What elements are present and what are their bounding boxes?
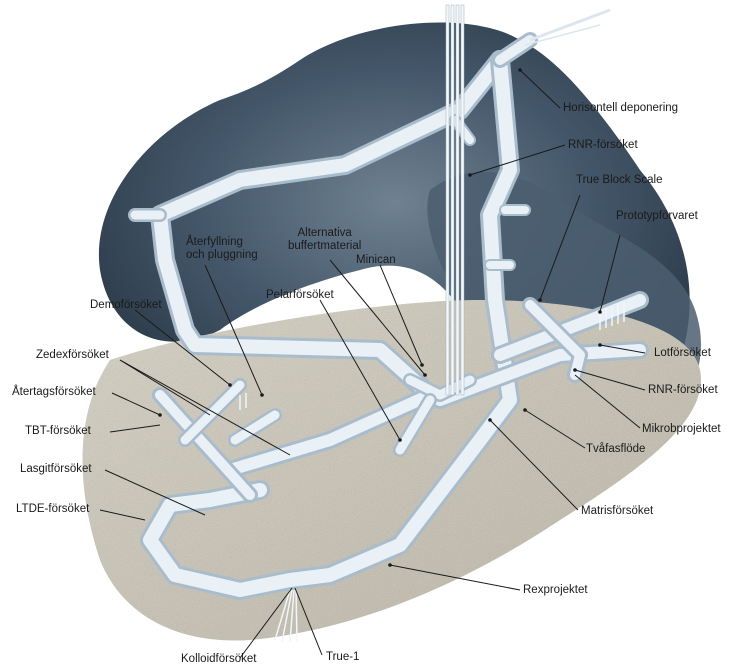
label-rexprojektet: Rexprojektet — [523, 584, 588, 597]
label-aterfyllning-och-pluggning: Återfyllning och pluggning — [186, 236, 258, 262]
label-atertagsforsoket: Återtagsförsöket — [12, 386, 96, 399]
label-true-1: True-1 — [326, 651, 359, 664]
label-rnr-forsoket-right: RNR-försöket — [648, 384, 718, 397]
label-ltde-forsoket: LTDE-försöket — [16, 503, 89, 516]
label-alternativa-buffertmaterial: Alternativa buffertmaterial — [288, 227, 361, 253]
label-tbt-forsoket: TBT-försöket — [25, 425, 91, 438]
label-horisontell-deponering: Horisontell deponering — [563, 102, 678, 115]
label-minican: Minican — [356, 254, 396, 267]
label-demoforsoket: Demoförsöket — [90, 299, 162, 312]
label-pelarforsoket: Pelarförsöket — [266, 289, 334, 302]
label-rnr-forsoket-top: RNR-försöket — [568, 139, 638, 152]
label-zedexforsoket: Zedexförsöket — [36, 349, 109, 362]
label-true-block-scale: True Block Scale — [576, 174, 663, 187]
label-kolloidforsoket: Kolloidförsöket — [181, 653, 256, 666]
label-tvafasflode: Tvåfasflöde — [586, 443, 645, 456]
label-mikrobprojektet: Mikrobprojektet — [642, 423, 721, 436]
label-lotforsoket: Lotförsöket — [654, 347, 711, 360]
label-matrisforsoket: Matrisförsöket — [581, 505, 653, 518]
label-lasgitforsoket: Lasgitförsöket — [20, 463, 92, 476]
label-prototypforvaret: Prototypförvaret — [616, 210, 698, 223]
